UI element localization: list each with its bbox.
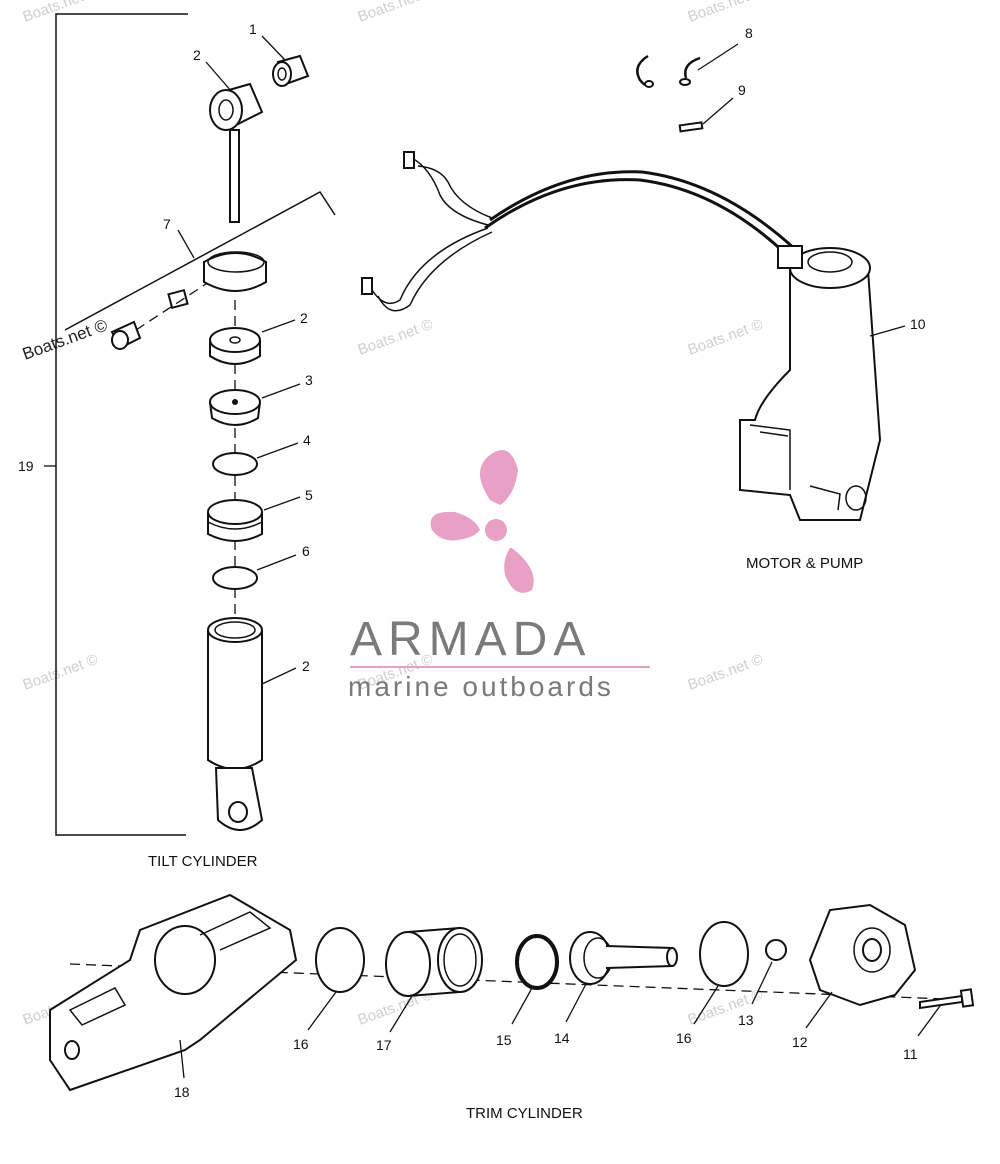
callout-12: 12 bbox=[792, 1034, 808, 1050]
callout-18: 18 bbox=[174, 1084, 190, 1100]
watermark: Boats.net © bbox=[686, 0, 766, 26]
callout-2: 2 bbox=[193, 47, 201, 63]
part-10-motor-pump: 10 bbox=[361, 151, 926, 521]
callout-5: 5 bbox=[305, 487, 313, 503]
brand-tagline: marine outboards bbox=[348, 671, 614, 702]
tilt-cylinder-parts: 2 3 4 5 6 2 bbox=[207, 300, 313, 831]
callout-8: 8 bbox=[745, 25, 753, 41]
propeller-icon bbox=[430, 450, 534, 593]
caption-tilt-cylinder: TILT CYLINDER bbox=[148, 853, 258, 870]
tilt-assembly-bracket: 19 bbox=[18, 13, 188, 836]
watermark: Boats.net © bbox=[356, 316, 436, 359]
watermark: Boats.net © bbox=[21, 0, 101, 26]
callout-11: 11 bbox=[903, 1046, 918, 1062]
watermark: Boats.net © bbox=[686, 651, 766, 694]
callout-13: 13 bbox=[738, 1012, 754, 1028]
watermark: Boats.net © bbox=[21, 651, 101, 694]
watermark: Boats.net © bbox=[686, 316, 766, 359]
callout-19: 19 bbox=[18, 458, 34, 474]
brand-name: ARMADA bbox=[350, 613, 591, 666]
watermark: Boats.net © bbox=[356, 0, 436, 26]
caption-motor-pump: MOTOR & PUMP bbox=[746, 555, 863, 572]
callout-7: 7 bbox=[163, 216, 171, 232]
part-2-pin-assembly: 2 bbox=[193, 47, 264, 223]
caption-trim-cylinder: TRIM CYLINDER bbox=[466, 1105, 583, 1122]
trim-cylinder-parts: 18 16 17 15 14 16 13 1 bbox=[49, 893, 975, 1100]
callout-14: 14 bbox=[554, 1030, 570, 1046]
callout-9: 9 bbox=[738, 82, 746, 98]
callout-4: 4 bbox=[303, 432, 311, 448]
callout-1: 1 bbox=[249, 21, 257, 37]
callout-16: 16 bbox=[676, 1030, 692, 1046]
callout-15: 15 bbox=[496, 1032, 512, 1048]
part-7-clamp: 7 bbox=[64, 191, 336, 350]
callout-2: 2 bbox=[300, 310, 308, 326]
callout-2: 2 bbox=[302, 658, 310, 674]
callout-6: 6 bbox=[302, 543, 310, 559]
callout-3: 3 bbox=[305, 372, 313, 388]
part-18-housing: 18 bbox=[49, 893, 298, 1100]
callout-16: 16 bbox=[293, 1036, 309, 1052]
callout-10: 10 bbox=[910, 316, 926, 332]
armada-logo: ARMADA marine outboards bbox=[348, 450, 650, 702]
part-8-9-clips: 8 9 bbox=[636, 25, 753, 133]
watermark-dark: Boats.net © bbox=[20, 315, 111, 363]
part-1-bushing: 1 bbox=[249, 21, 310, 87]
watermark-layer: Boats.net © Boats.net © Boats.net © Boat… bbox=[20, 0, 765, 1029]
callout-17: 17 bbox=[376, 1037, 392, 1053]
